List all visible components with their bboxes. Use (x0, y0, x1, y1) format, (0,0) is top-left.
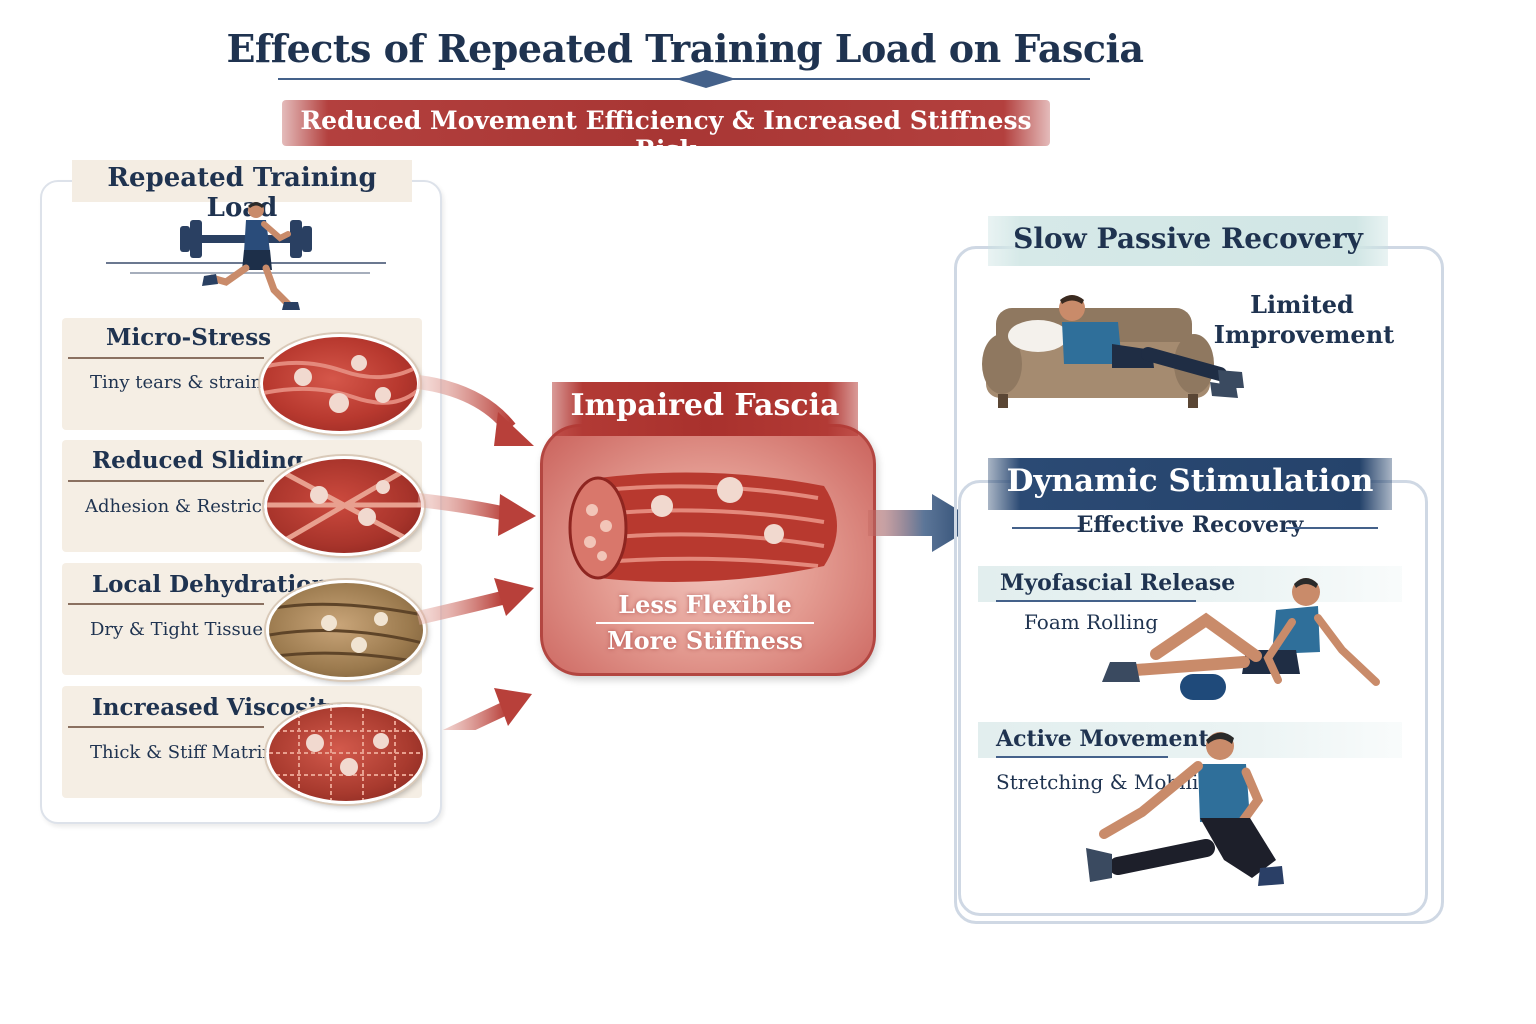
factor-divider (68, 603, 264, 605)
effective-recovery-label: Effective Recovery (1076, 512, 1304, 538)
track-line-secondary (130, 272, 370, 274)
factor-divider (68, 357, 264, 359)
factor-title: Micro-Stress (106, 324, 272, 351)
reduced-sliding-tissue-icon (264, 456, 424, 556)
training-load-header: Repeated Training Load (107, 163, 377, 223)
training-load-header-band (72, 160, 412, 202)
page-title: Effects of Repeated Training Load on Fas… (226, 26, 1144, 71)
factor-description: Dry & Tight Tissue (90, 619, 263, 640)
factor-divider (68, 726, 264, 728)
method-title: Myofascial Release (1000, 570, 1236, 596)
limited-improvement-line-2: Improvement (1213, 320, 1395, 349)
subtitle: Reduced Movement Efficiency & Increased … (300, 106, 1032, 164)
dynamic-stimulation-header-band (988, 458, 1392, 510)
flow-arrow-icon (416, 578, 534, 625)
factor-title: Reduced Sliding (92, 447, 303, 474)
flow-arrows-to-center (416, 375, 536, 730)
couch-person-icon (982, 295, 1244, 408)
method-divider (996, 600, 1196, 602)
factor-description: Tiny tears & strain (90, 372, 263, 393)
method-description: Foam Rolling (1024, 610, 1159, 634)
impaired-fascia-line-1: Less Flexible (618, 590, 792, 619)
slow-recovery-header-band (988, 216, 1388, 266)
divider-diamond-icon (676, 70, 736, 88)
local-dehydration-tissue-icon (266, 580, 426, 680)
slow-recovery-title: Slow Passive Recovery (1013, 222, 1363, 255)
effective-divider-right (1286, 527, 1378, 529)
effective-divider-left (1012, 527, 1084, 529)
factor-description: Thick & Stiff Matrix (90, 742, 273, 763)
flow-arrow-icon (442, 688, 532, 730)
foam-roller-person-icon (1102, 578, 1380, 700)
subtitle-banner (282, 100, 1050, 146)
method-title: Active Movement (996, 726, 1209, 752)
impaired-fascia-header-band (552, 382, 858, 436)
micro-stress-tissue-icon (260, 334, 420, 434)
stretching-person-icon (1086, 732, 1284, 886)
runner-icon (202, 202, 300, 310)
method-divider (996, 756, 1168, 758)
impaired-fascia-line-2: More Stiffness (607, 626, 803, 655)
flow-arrow-icon (868, 494, 980, 552)
factor-divider (68, 480, 264, 482)
center-divider (596, 622, 814, 624)
flow-arrow-icon (417, 375, 534, 446)
impaired-fascia-title: Impaired Fascia (570, 388, 840, 423)
fascia-tissue-icon (568, 472, 837, 582)
myofascial-release-band (978, 566, 1402, 602)
factor-description: Adhesion & Restriction (85, 496, 298, 517)
flow-arrow-icon (417, 493, 536, 536)
increased-viscosity-tissue-icon (266, 704, 426, 804)
active-movement-band (978, 722, 1402, 758)
limited-improvement-line-1: Limited (1250, 290, 1354, 319)
dynamic-stimulation-title: Dynamic Stimulation (1006, 463, 1374, 499)
barbell-runner-icon (180, 202, 312, 310)
